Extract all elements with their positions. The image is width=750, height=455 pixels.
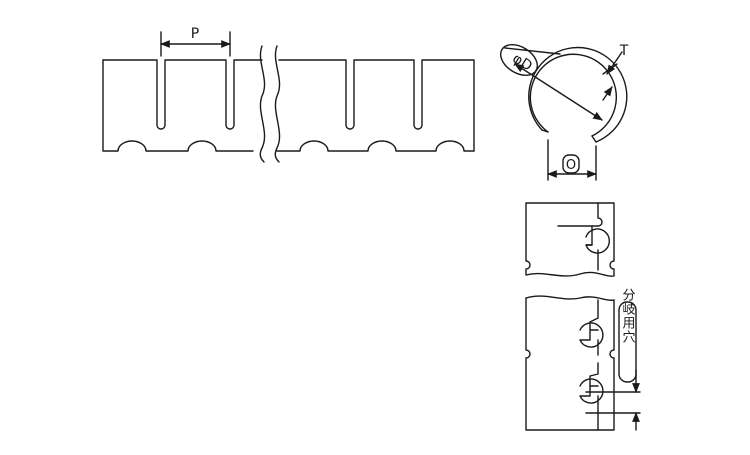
diameter-dimension: φD	[499, 44, 603, 121]
opening-label: O	[566, 158, 576, 173]
flat-view-top-segment	[525, 202, 615, 277]
thickness-label: T	[619, 43, 629, 59]
branch-hole-dimension: 分岐用穴	[585, 288, 641, 431]
pitch-dimension: P	[160, 26, 231, 57]
branch-hole-label: 分岐用穴	[620, 288, 636, 344]
thickness-dimension: T	[602, 43, 629, 101]
flat-view-bottom-segment	[525, 295, 615, 431]
opening-dimension: O	[547, 139, 597, 181]
side-view-left-segment	[102, 59, 263, 152]
pitch-label: P	[191, 26, 199, 42]
side-view-right-segment	[276, 59, 475, 152]
side-view-break-line	[259, 45, 281, 163]
